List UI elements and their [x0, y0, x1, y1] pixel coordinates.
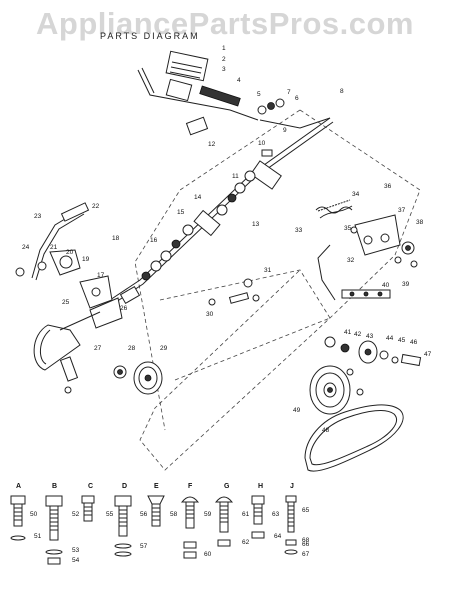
callout-29: 29: [160, 345, 168, 352]
callout-50: 50: [30, 511, 38, 518]
clutch-linkage: [317, 199, 418, 301]
callout-10: 10: [258, 140, 266, 147]
callout-15: 15: [177, 209, 185, 216]
callout-30: 30: [206, 311, 214, 318]
callout-57: 57: [140, 543, 148, 550]
hardware-group-f: F: [188, 483, 193, 490]
callout-61: 61: [242, 511, 250, 518]
callout-7: 7: [287, 89, 291, 96]
callout-54: 54: [72, 557, 80, 564]
callout-28: 28: [128, 345, 136, 352]
callout-33: 33: [295, 227, 303, 234]
shift-lever: [15, 202, 90, 281]
callout-44: 44: [386, 335, 394, 342]
callout-52: 52: [72, 511, 80, 518]
callout-55: 55: [106, 511, 114, 518]
callout-51: 51: [34, 533, 42, 540]
drive-belt: [304, 404, 404, 472]
callout-22: 22: [92, 203, 100, 210]
callout-18: 18: [112, 235, 120, 242]
callout-59: 59: [204, 511, 212, 518]
callout-35: 35: [344, 225, 352, 232]
idler-pulleys: [113, 361, 163, 395]
callout-62: 62: [242, 539, 250, 546]
callout-19: 19: [82, 256, 90, 263]
callout-2: 2: [222, 56, 226, 63]
hardware-group-e: E: [154, 483, 159, 490]
hardware-group-headers: A B C D E F G H J: [16, 483, 294, 490]
callout-labels: 1 2 3 4 5 6 7 8 9 10 11 12 13 14 15 16 1…: [22, 45, 432, 564]
main-shaft: [109, 117, 334, 305]
callout-39: 39: [402, 281, 410, 288]
callout-64: 64: [274, 533, 282, 540]
spring-and-rod: [261, 149, 353, 214]
frame-outline: [134, 109, 421, 471]
large-drive-pulley: [309, 365, 351, 415]
callout-32: 32: [347, 257, 355, 264]
hardware-bolts: [10, 495, 298, 565]
callout-40: 40: [382, 282, 390, 289]
callout-36: 36: [384, 183, 392, 190]
handle-assembly: [137, 50, 331, 136]
callout-34: 34: [352, 191, 360, 198]
callout-43: 43: [366, 333, 374, 340]
callout-49: 49: [293, 407, 301, 414]
center-link: [208, 278, 260, 306]
callout-56: 56: [140, 511, 148, 518]
callout-25: 25: [62, 299, 70, 306]
callout-8: 8: [340, 88, 344, 95]
callout-24: 24: [22, 244, 30, 251]
hardware-group-h: H: [258, 483, 263, 490]
callout-58: 58: [170, 511, 178, 518]
washer-stack-top: [257, 98, 285, 115]
drive-pulley-stack: [324, 336, 422, 396]
callout-68: 68: [302, 537, 310, 544]
callout-65: 65: [302, 507, 310, 514]
callout-5: 5: [257, 91, 261, 98]
callout-6: 6: [295, 95, 299, 102]
callout-26: 26: [120, 305, 128, 312]
hardware-group-j: J: [290, 483, 294, 490]
callout-3: 3: [222, 66, 226, 73]
hardware-group-a: A: [16, 483, 21, 490]
callout-45: 45: [398, 337, 406, 344]
callout-38: 38: [416, 219, 424, 226]
diagram-title: PARTS DIAGRAM: [100, 31, 200, 41]
callout-12: 12: [208, 141, 216, 148]
callout-63: 63: [272, 511, 280, 518]
callout-1: 1: [222, 45, 226, 52]
callout-46: 46: [410, 339, 418, 346]
idler-arm: [33, 311, 101, 394]
callout-14: 14: [194, 194, 202, 201]
callout-60: 60: [204, 551, 212, 558]
callout-42: 42: [354, 331, 362, 338]
hardware-group-c: C: [88, 483, 93, 490]
callout-21: 21: [50, 244, 58, 251]
callout-41: 41: [344, 329, 352, 336]
callout-13: 13: [252, 221, 260, 228]
callout-4: 4: [237, 77, 241, 84]
callout-67: 67: [302, 551, 310, 558]
callout-31: 31: [264, 267, 272, 274]
callout-16: 16: [150, 237, 158, 244]
callout-37: 37: [398, 207, 406, 214]
callout-23: 23: [34, 213, 42, 220]
hardware-group-d: D: [122, 483, 127, 490]
callout-27: 27: [94, 345, 102, 352]
hardware-group-g: G: [224, 483, 230, 490]
callout-20: 20: [66, 249, 74, 256]
callout-66: 66: [302, 541, 310, 548]
hardware-group-b: B: [52, 483, 57, 490]
callout-9: 9: [283, 127, 287, 134]
callout-53: 53: [72, 547, 80, 554]
callout-48: 48: [322, 427, 330, 434]
callout-17: 17: [97, 272, 105, 279]
shaft-bushings: [141, 170, 256, 281]
callout-47: 47: [424, 351, 432, 358]
shift-bracket: [79, 275, 141, 329]
callout-11: 11: [232, 173, 239, 180]
